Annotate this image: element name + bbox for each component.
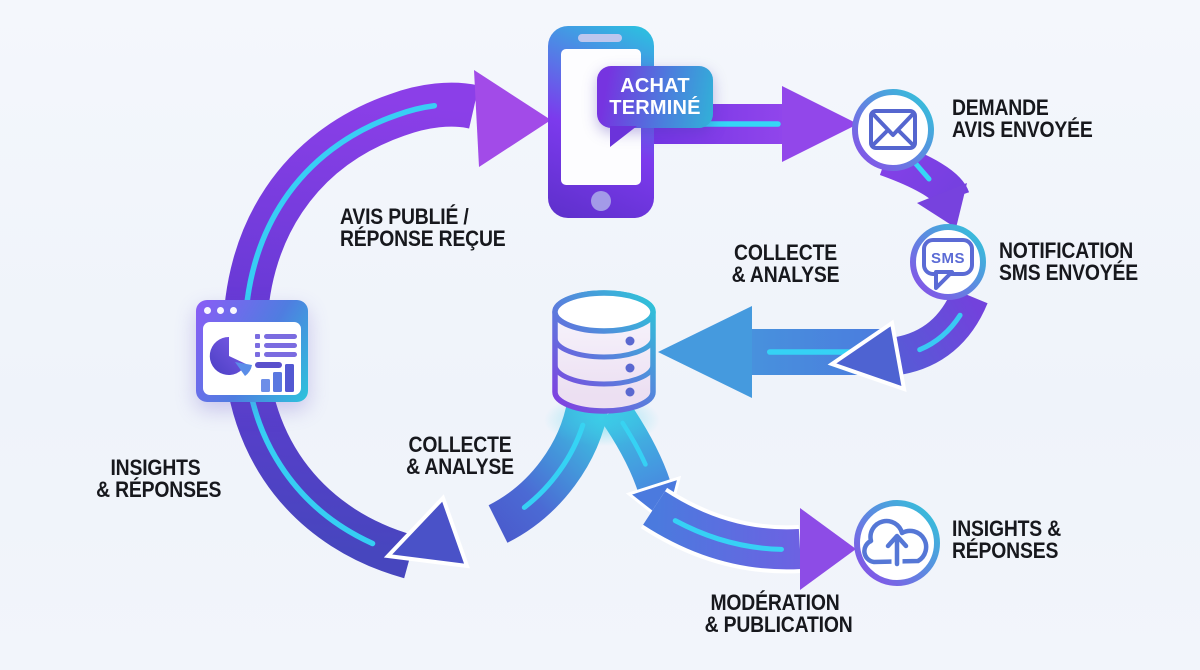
arrowhead-sms-down: [827, 319, 907, 393]
bubble-line1: ACHAT: [620, 75, 690, 97]
bar-chart-icon: [261, 364, 294, 392]
label-line: RÉPONSE REÇUE: [340, 226, 506, 251]
chat-bubble: ACHAT TERMINÉ: [597, 66, 713, 147]
label-avis-publie: AVIS PUBLIÉ / RÉPONSE REÇUE: [340, 206, 506, 250]
label-collecte-analyse-right: COLLECTE & ANALYSE: [717, 242, 853, 286]
arrowhead-to-cloud: [800, 508, 856, 590]
label-line: RÉPONSES: [952, 538, 1059, 563]
cloud-badge: [854, 500, 940, 586]
label-line: INSIGHTS: [110, 455, 201, 480]
label-line: MODÉRATION: [710, 590, 840, 615]
sms-icon-label: SMS: [931, 250, 965, 267]
label-line: & RÉPONSES: [96, 477, 222, 502]
arrow-sms-down: [827, 288, 988, 393]
dashboard-icon: [196, 300, 308, 402]
arrowhead-to-database: [658, 306, 752, 398]
phone-speaker: [578, 34, 622, 42]
label-line: COLLECTE: [734, 240, 837, 265]
bubble-line2: TERMINÉ: [609, 97, 701, 119]
label-insights-reponses-left: INSIGHTS & RÉPONSES: [96, 455, 222, 502]
email-badge: [852, 89, 934, 171]
label-line: DEMANDE: [952, 95, 1049, 120]
sms-icon: SMS: [922, 238, 974, 290]
label-line: AVIS PUBLIÉ /: [340, 204, 469, 229]
label-line: INSIGHTS &: [952, 516, 1062, 541]
label-demande-avis: DEMANDE AVIS ENVOYÉE: [952, 97, 1093, 141]
arrowhead-to-sms: [917, 183, 967, 228]
cycle-arrow-left: [222, 70, 551, 579]
arrowhead-bottom-left: [383, 494, 470, 569]
arrowhead-to-email: [782, 86, 858, 162]
label-line: & ANALYSE: [406, 454, 514, 479]
arrow-to-cloud: [640, 487, 856, 590]
label-line: AVIS ENVOYÉE: [952, 117, 1093, 142]
label-insights-reponses-right: INSIGHTS & RÉPONSES: [952, 518, 1061, 562]
label-line: SMS ENVOYÉE: [999, 260, 1139, 285]
cloud-upload-icon: [862, 518, 929, 572]
arrowhead-to-phone: [474, 70, 551, 167]
database-icon: [544, 290, 660, 446]
window-dots: [204, 307, 237, 314]
dashboard-panel: [203, 322, 301, 395]
bubble-tail: [610, 126, 637, 147]
dashboard-charts: [209, 334, 297, 392]
label-line: & ANALYSE: [731, 262, 840, 287]
email-icon: [869, 109, 917, 150]
phone-home-button: [591, 191, 611, 211]
label-line: NOTIFICATION: [999, 238, 1134, 263]
label-collecte-analyse-bottom: COLLECTE & ANALYSE: [394, 434, 526, 478]
pie-chart-icon: [209, 336, 252, 376]
label-line: & PUBLICATION: [704, 612, 853, 637]
label-line: COLLECTE: [408, 432, 512, 457]
sms-badge: SMS: [910, 224, 986, 300]
list-lines-icon: [255, 334, 297, 368]
label-moderation-publication: MODÉRATION & PUBLICATION: [704, 590, 853, 637]
label-notification-sms: NOTIFICATION SMS ENVOYÉE: [999, 240, 1138, 284]
